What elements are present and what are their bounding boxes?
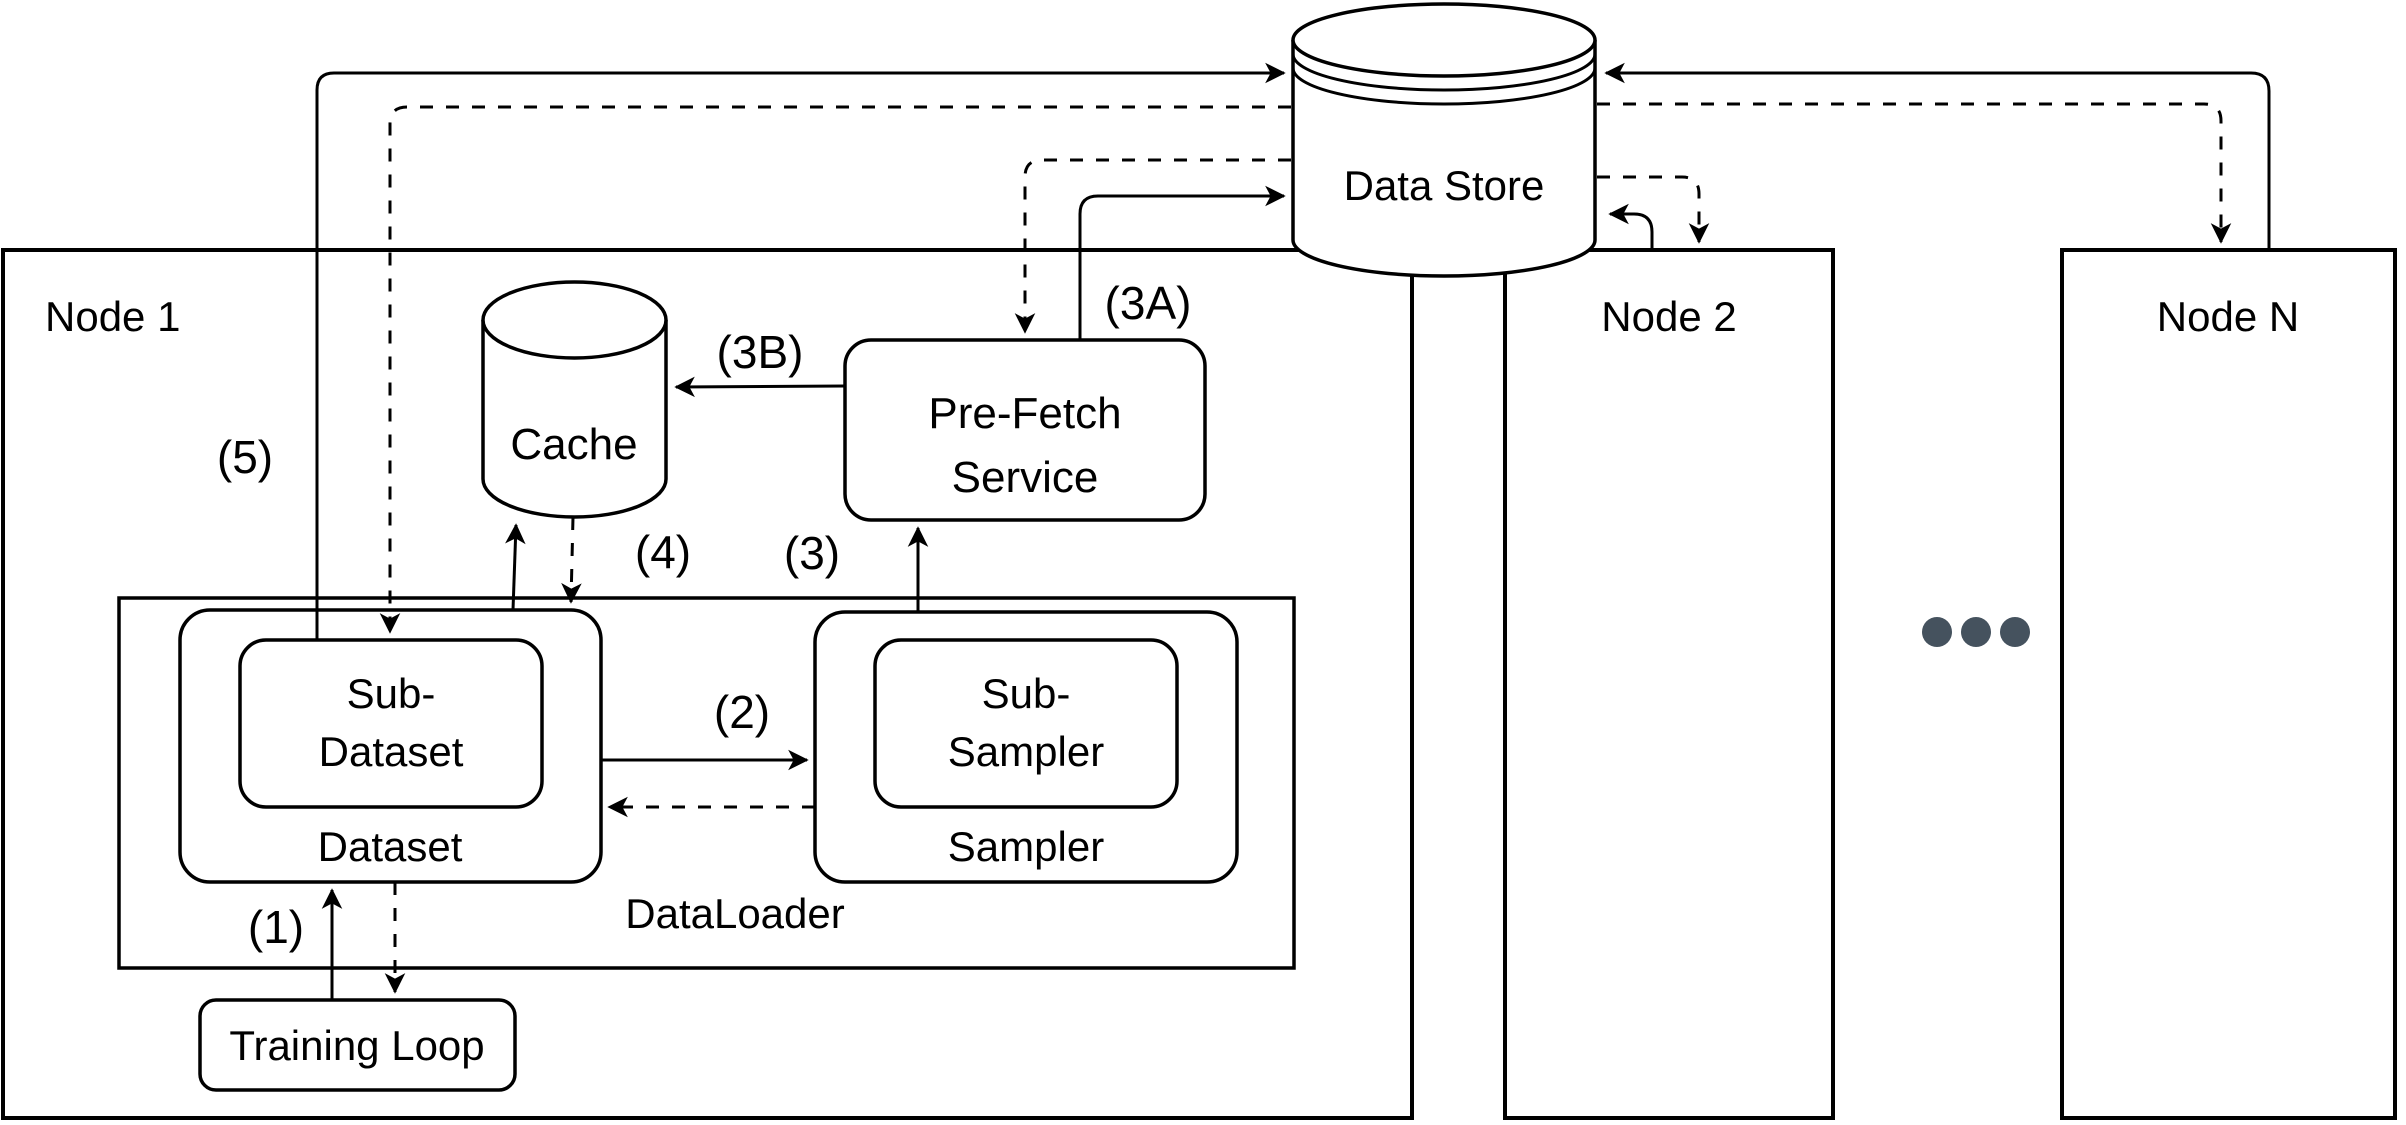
dataset-label: Dataset [318,823,463,870]
dataloader-container: DataLoader Dataset Sub- Dataset Sampler … [117,596,1296,970]
dataloader-label: DataLoader [625,890,845,937]
node-2-box [1503,248,1835,1120]
edge-data-store-to-sub-dataset-dashed [379,105,1291,634]
step-label-1: (1) [248,901,304,953]
edge-pre-fetch-to-data-store-solid [1078,185,1286,340]
ellipsis-dots-icon [1922,617,2030,647]
sampler-label: Sampler [948,823,1104,870]
edge-data-store-to-pre-fetch-dashed [1014,158,1291,334]
node-n-box [2060,248,2397,1120]
sub-dataset-label-line2: Dataset [319,728,464,775]
step-label-2: (2) [714,686,770,738]
edge-sub-dataset-to-data-store-solid [315,62,1286,640]
step-label-3: (3) [784,527,840,579]
cache-cylinder-body [481,320,668,519]
pre-fetch-service-label-line2: Service [952,453,1099,502]
edge-pre-fetch-to-cache-solid [674,376,846,398]
ellipsis-dot-3 [2000,617,2030,647]
node-2-label: Node 2 [1601,293,1736,340]
cache-label: Cache [510,420,637,469]
edge-data-store-to-node-2-dashed [1597,175,1710,244]
data-store-ring-2 [1291,67,1597,106]
edge-node-2-to-data-store-solid [1608,203,1654,250]
training-loop-box [198,998,517,1092]
training-loop-container: Training Loop [198,998,517,1092]
data-store-cylinder-top [1291,2,1597,78]
step-label-5: (5) [217,431,273,483]
edge-dataset-to-cache-solid [505,523,526,611]
edge-node-n-to-data-store-solid [1604,62,2271,250]
node-2-container: Node 2 [1503,248,1835,1120]
data-store-cylinder: Data Store [1291,2,1597,278]
sub-sampler-label-line2: Sampler [948,728,1104,775]
ellipsis-dot-1 [1922,617,1952,647]
sub-sampler-box [873,638,1179,809]
pre-fetch-service-container: Pre-Fetch Service [843,338,1207,522]
step-label-3b: (3B) [717,326,804,378]
step-label-4: (4) [635,526,691,578]
node-n-container: Node N [2060,248,2397,1120]
cache-cylinder: Cache [481,280,668,519]
node-n-label: Node N [2157,293,2299,340]
pre-fetch-service-box [843,338,1207,522]
sub-dataset-box [238,638,544,809]
node-1-label: Node 1 [45,293,180,340]
data-store-label: Data Store [1344,162,1545,209]
data-store-ring-1 [1291,53,1597,92]
training-loop-label: Training Loop [229,1022,484,1069]
ellipsis-dot-2 [1961,617,1991,647]
edge-data-store-to-node-n-dashed [1597,102,2232,244]
sub-dataset-label-line1: Sub- [347,670,436,717]
sub-sampler-label-line1: Sub- [982,670,1071,717]
cache-cylinder-top [481,280,668,360]
step-label-3a: (3A) [1105,277,1192,329]
pre-fetch-service-label-line1: Pre-Fetch [928,389,1121,438]
